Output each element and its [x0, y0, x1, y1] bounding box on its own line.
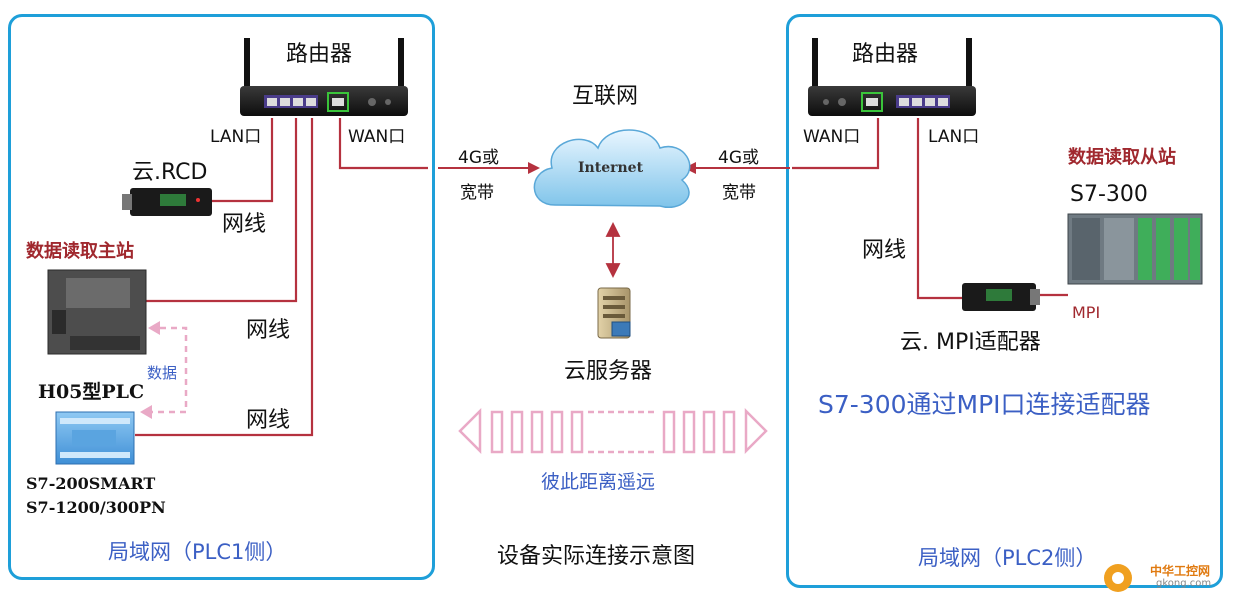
- left-cable-label-3: 网线: [246, 408, 291, 433]
- left-cable-label-1: 网线: [222, 212, 267, 237]
- s7-300-label: S7-300: [1070, 182, 1148, 207]
- left-cable-label-2: 网线: [246, 318, 291, 343]
- left-link-label-2: 宽带: [460, 183, 494, 203]
- mpi-link-label: MPI: [1072, 303, 1101, 322]
- s7-300-plc-icon: [1067, 213, 1203, 285]
- right-router-label: 路由器: [852, 42, 919, 67]
- h05-plc-label: H05型PLC: [38, 381, 145, 403]
- rcd-adapter-icon: [122, 188, 212, 216]
- internet-cloud-text: Internet: [578, 160, 644, 176]
- diagram-title: 设备实际连接示意图: [497, 544, 696, 569]
- s7-200smart-label: S7-200SMART: [26, 474, 156, 493]
- left-router-label: 路由器: [286, 42, 353, 67]
- distance-arrow: [458, 407, 768, 455]
- left-link-label-1: 4G或: [458, 148, 499, 168]
- right-wan-port-label: WAN口: [803, 127, 861, 147]
- master-station-label: 数据读取主站: [26, 241, 134, 262]
- cloud-server-label: 云服务器: [564, 359, 653, 384]
- left-lan-port-label: LAN口: [210, 127, 262, 147]
- right-cable-label: 网线: [862, 238, 907, 263]
- left-lan-name: 局域网（PLC1侧）: [108, 540, 287, 564]
- right-caption: S7-300通过MPI口连接适配器: [818, 390, 1151, 419]
- right-cables: [792, 118, 1068, 300]
- watermark-text: 中华工控网: [1150, 564, 1211, 578]
- watermark-gear-icon: [1104, 564, 1132, 592]
- lan-panel-right: [786, 14, 1223, 588]
- s7-1200-label: S7-1200/300PN: [26, 498, 166, 517]
- distance-label: 彼此距离遥远: [541, 471, 656, 493]
- data-flow-dashed: [150, 326, 188, 414]
- mpi-adapter-icon: [962, 283, 1040, 311]
- watermark-url: gkong.com: [1156, 578, 1212, 589]
- left-router-icon: [240, 38, 408, 116]
- right-lan-name: 局域网（PLC2侧）: [918, 546, 1097, 570]
- internet-cloud-icon: [533, 129, 691, 208]
- right-link-label-2: 宽带: [722, 183, 756, 203]
- right-router-icon: [808, 38, 976, 116]
- internet-label: 互联网: [572, 84, 639, 109]
- h05-plc-icon: [47, 269, 147, 355]
- left-cables: [135, 118, 428, 437]
- s7-200smart-plc-icon: [55, 411, 135, 465]
- lan-panel-left: [8, 14, 435, 580]
- mpi-adapter-label: 云. MPI适配器: [900, 330, 1041, 355]
- left-wan-port-label: WAN口: [348, 127, 406, 147]
- rcd-label: 云.RCD: [132, 160, 208, 185]
- right-lan-port-label: LAN口: [928, 127, 980, 147]
- right-link-label-1: 4G或: [718, 148, 759, 168]
- slave-station-label: 数据读取从站: [1068, 147, 1176, 168]
- cloud-server-icon: [597, 287, 631, 339]
- data-label: 数据: [147, 364, 178, 382]
- server-link-arrow: [605, 221, 621, 279]
